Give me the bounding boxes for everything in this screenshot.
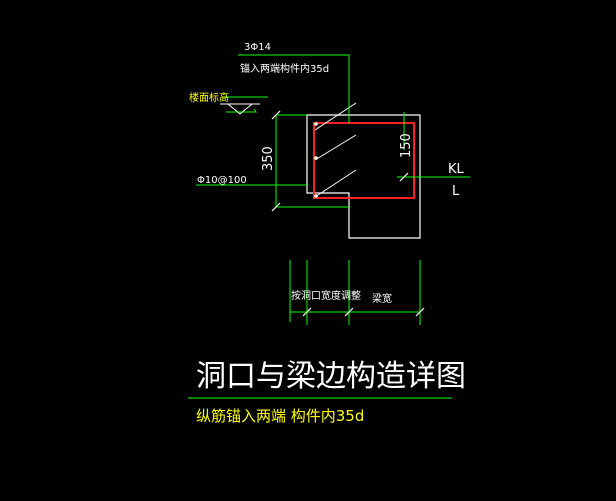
anchor-note-label: 锚入两端构件内35d [240, 62, 329, 75]
stirrup-spec-label: Φ10@100 [197, 175, 247, 186]
dimension-150: 150 [399, 133, 414, 158]
floor-level-label: 楼面标高 [189, 91, 229, 104]
leader-lines [188, 54, 470, 399]
drawing-subtitle: 纵筋锚入两端 构件内35d [196, 407, 364, 425]
beam-code-sub-label: L [452, 184, 460, 199]
opening-outline [306, 114, 421, 239]
beam-width-label: 梁宽 [372, 292, 392, 305]
stirrup-diagonals [314, 102, 357, 198]
opening-width-note: 按洞口宽度调整 [291, 289, 361, 302]
beam-code-label: KL [448, 162, 465, 177]
dimension-ticks [271, 110, 425, 317]
rebar-spec-label: 3Φ14 [244, 42, 271, 53]
rebar-cage [313, 122, 415, 199]
drawing-title: 洞口与梁边构造详图 [196, 359, 466, 394]
level-symbol [220, 103, 260, 115]
dimension-350: 350 [261, 146, 276, 171]
